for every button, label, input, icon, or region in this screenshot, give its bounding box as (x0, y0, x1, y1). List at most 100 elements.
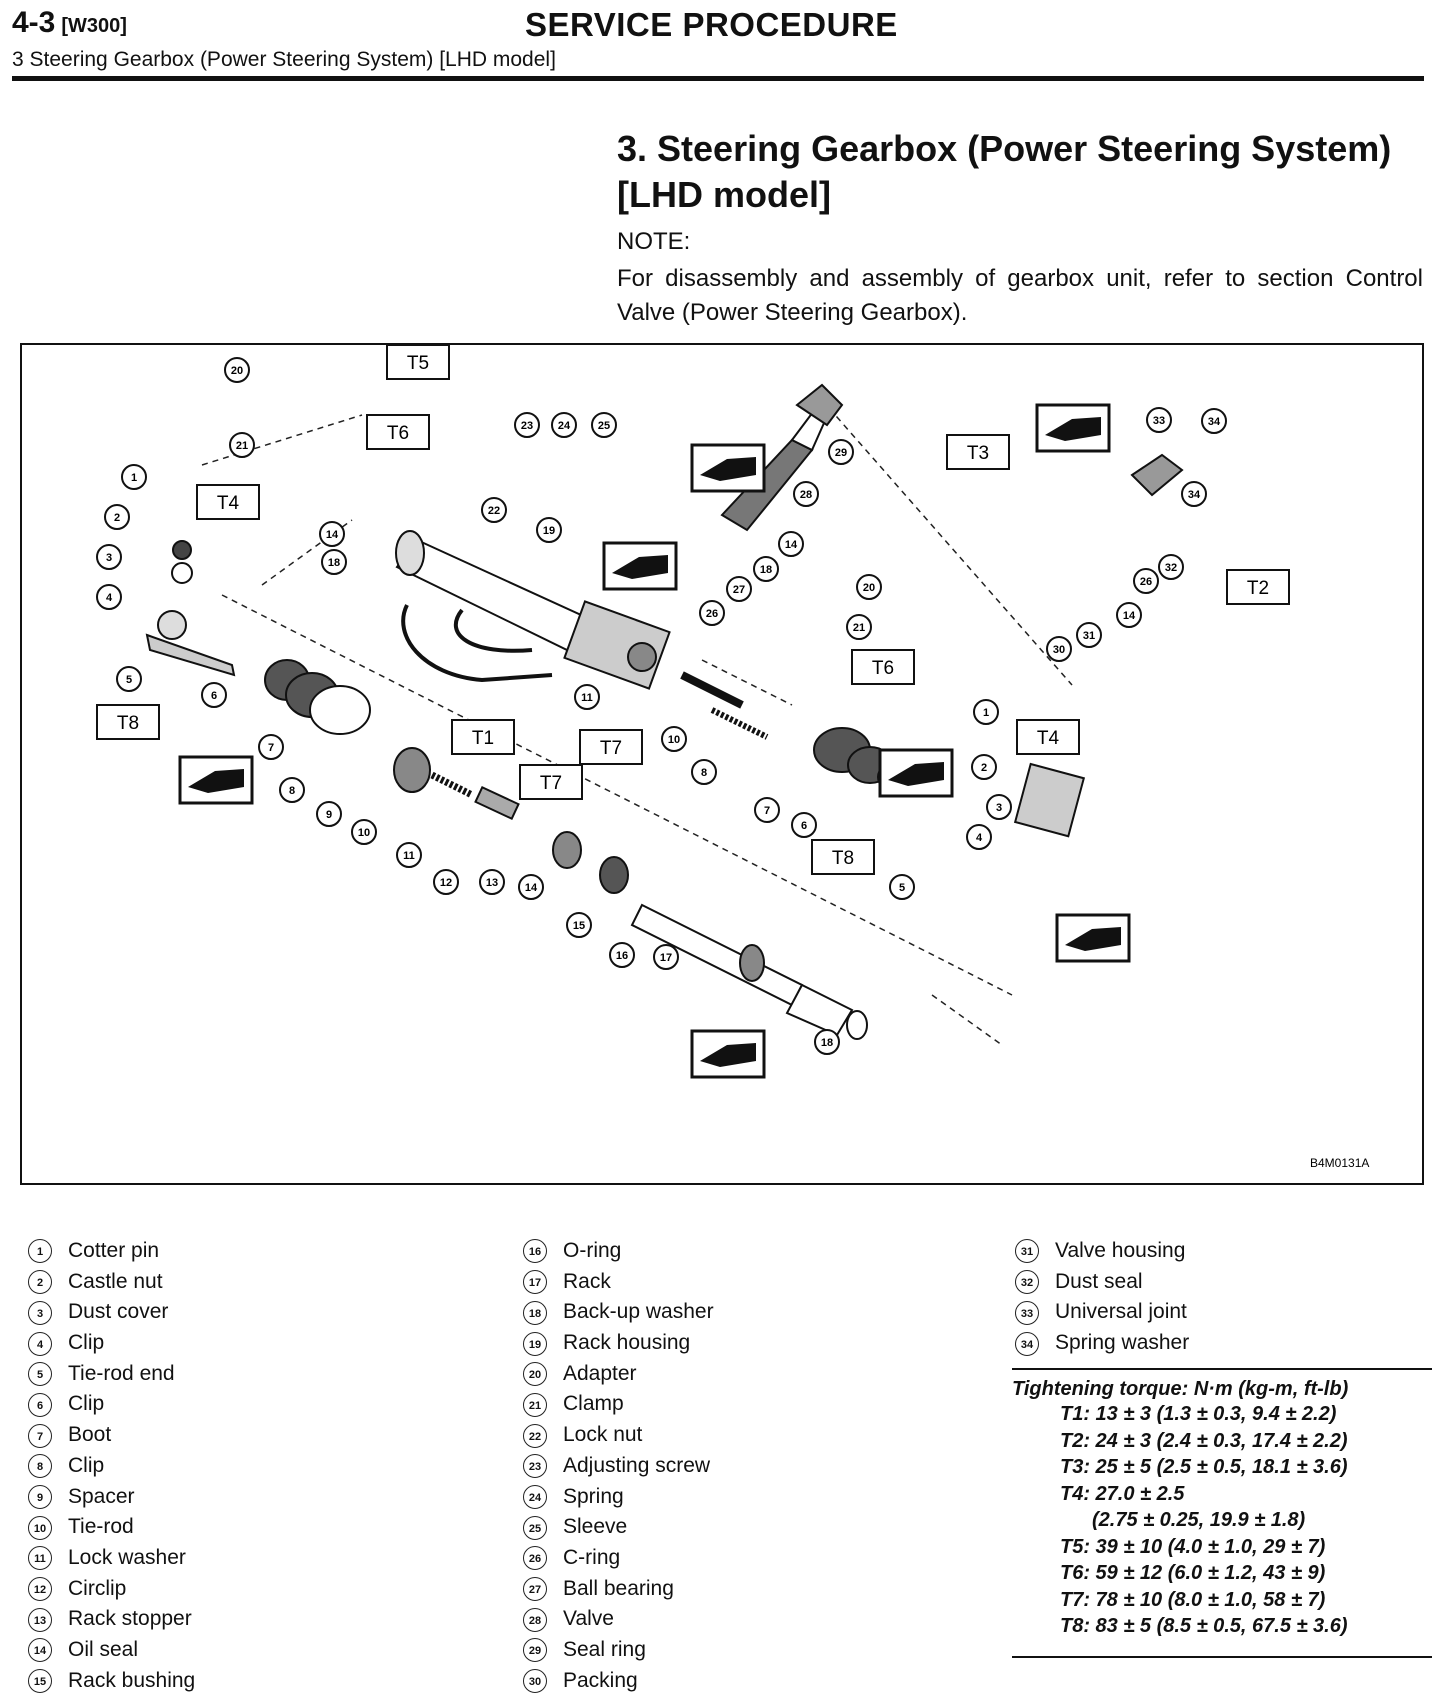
svg-text:8: 8 (701, 767, 707, 779)
svg-text:28: 28 (800, 489, 812, 501)
legend-label: Clip (68, 1453, 105, 1477)
legend-label: Spring (563, 1484, 624, 1508)
torque-box-label: T6 (872, 658, 894, 679)
callout-30: 30 (1046, 636, 1072, 662)
torque-box-label: T4 (1037, 728, 1060, 749)
svg-text:6: 6 (211, 690, 217, 702)
legend-number: 21 (523, 1392, 547, 1417)
svg-text:18: 18 (760, 564, 772, 576)
note-label: NOTE: (617, 228, 691, 255)
legend-label: Oil seal (68, 1637, 139, 1661)
legend-number: 22 (523, 1423, 547, 1448)
torque-box-t5: T5 (386, 345, 450, 380)
torque-box-label: T8 (117, 713, 139, 734)
torque-box-label: T7 (540, 773, 562, 794)
torque-line: T8: 83 ± 5 (8.5 ± 0.5, 67.5 ± 3.6) (1060, 1615, 1348, 1637)
legend-label: Clamp (563, 1392, 624, 1416)
callout-3: 3 (96, 544, 122, 570)
callout-8: 8 (691, 759, 717, 785)
legend-item: 20 Adapter (523, 1359, 714, 1390)
callout-29: 29 (828, 439, 854, 465)
legend-label: Rack bushing (68, 1668, 196, 1692)
callout-1: 1 (973, 699, 999, 725)
callout-17: 17 (653, 944, 679, 970)
svg-text:19: 19 (543, 525, 555, 537)
torque-spec: Tightening torque: N·m (kg-m, ft-lb) T1:… (1012, 1368, 1432, 1640)
torque-line: T7: 78 ± 10 (8.0 ± 1.0, 58 ± 7) (1060, 1588, 1326, 1611)
svg-text:14: 14 (785, 539, 798, 551)
torque-box-t2: T2 (1226, 569, 1290, 605)
torque-line: T1: 13 ± 3 (1.3 ± 0.3, 9.4 ± 2.2) (1060, 1403, 1337, 1425)
svg-text:30: 30 (1053, 644, 1065, 656)
legend-number: 31 (1015, 1239, 1039, 1264)
torque-line: T3: 25 ± 5 (2.5 ± 0.5, 18.1 ± 3.6) (1060, 1456, 1348, 1478)
legend-number: 23 (523, 1454, 547, 1479)
svg-text:27: 27 (733, 584, 745, 596)
torque-bottom-rule (1012, 1656, 1432, 1658)
legend-label: Tie-rod (68, 1515, 134, 1539)
svg-text:32: 32 (1165, 562, 1177, 574)
svg-text:14: 14 (326, 529, 339, 541)
svg-text:20: 20 (231, 365, 243, 377)
legend-number: 6 (28, 1392, 52, 1417)
legend-number: 7 (28, 1423, 52, 1448)
grease-gun-icon (1035, 403, 1111, 453)
svg-text:21: 21 (853, 622, 865, 634)
callout-11: 11 (574, 684, 600, 710)
torque-line: T4: 27.0 ± 2.5 (1060, 1482, 1185, 1505)
svg-text:20: 20 (863, 582, 875, 594)
legend-label: Dust seal (1055, 1269, 1143, 1293)
torque-box-t7: T7 (579, 729, 643, 765)
legend-label: Spring washer (1055, 1331, 1190, 1355)
callout-9: 9 (316, 801, 342, 827)
callout-5: 5 (889, 874, 915, 900)
page-number: 4-3[W300] (12, 6, 127, 40)
legend-number: 9 (28, 1484, 52, 1509)
torque-box-t7: T7 (519, 764, 583, 800)
legend-number: 20 (523, 1362, 547, 1387)
callout-18: 18 (753, 556, 779, 582)
torque-line: T2: 24 ± 3 (2.4 ± 0.3, 17.4 ± 2.2) (1060, 1429, 1348, 1452)
legend-number: 11 (28, 1546, 52, 1571)
legend-label: Clip (68, 1331, 105, 1355)
figure-id: B4M0131A (1310, 1156, 1369, 1170)
rack-housing-drawing (395, 530, 671, 690)
callout-6: 6 (201, 682, 227, 708)
legend-label: Dust cover (68, 1300, 169, 1324)
torque-box-label: T2 (1247, 578, 1269, 599)
torque-box-t1: T1 (451, 719, 515, 755)
legend-label: Ball bearing (563, 1576, 674, 1600)
svg-text:7: 7 (268, 742, 274, 754)
legend-label: Rack stopper (68, 1607, 192, 1631)
legend-label: Seal ring (563, 1637, 646, 1661)
legend-number: 2 (28, 1270, 52, 1295)
callout-20: 20 (224, 357, 250, 383)
callout-5: 5 (116, 666, 142, 692)
legend-label: Universal joint (1055, 1300, 1187, 1324)
torque-box-label: T3 (967, 443, 989, 464)
torque-box-frame (196, 484, 260, 520)
svg-text:12: 12 (440, 877, 452, 889)
grease-icon-group (178, 403, 1131, 1079)
torque-line: (2.75 ± 0.25, 19.9 ± 1.8) (1092, 1509, 1306, 1531)
callout-26: 26 (1133, 568, 1159, 594)
torque-box-t3: T3 (946, 434, 1010, 470)
callout-18: 18 (321, 549, 347, 575)
grease-gun-icon (878, 748, 954, 798)
legend-label: Adapter (563, 1361, 637, 1385)
